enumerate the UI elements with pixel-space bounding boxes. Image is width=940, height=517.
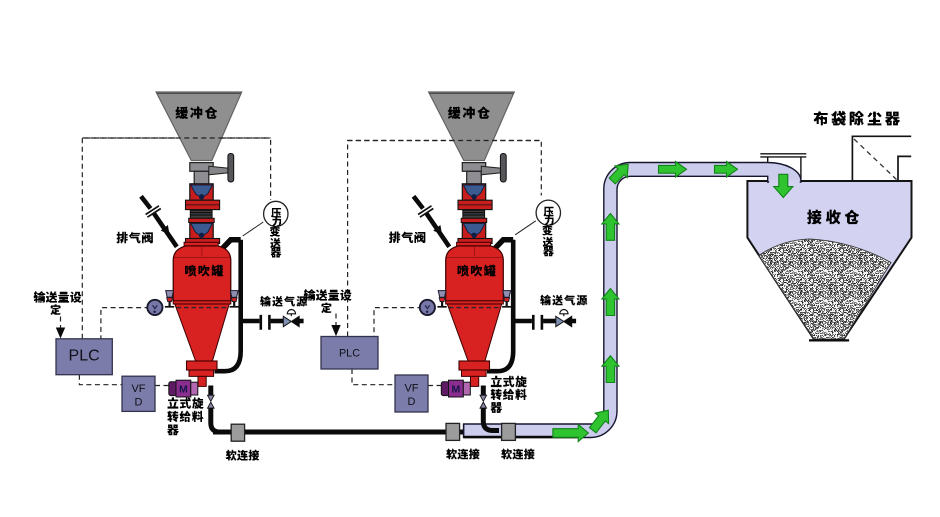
svg-text:PLC: PLC	[69, 347, 100, 364]
svg-text:PLC: PLC	[339, 348, 360, 360]
svg-text:D: D	[135, 396, 143, 408]
svg-text:VF: VF	[131, 383, 145, 395]
svg-text:M: M	[452, 384, 461, 396]
svg-text:D: D	[408, 396, 416, 408]
svg-text:M: M	[179, 384, 188, 396]
svg-text:VF: VF	[404, 382, 418, 394]
